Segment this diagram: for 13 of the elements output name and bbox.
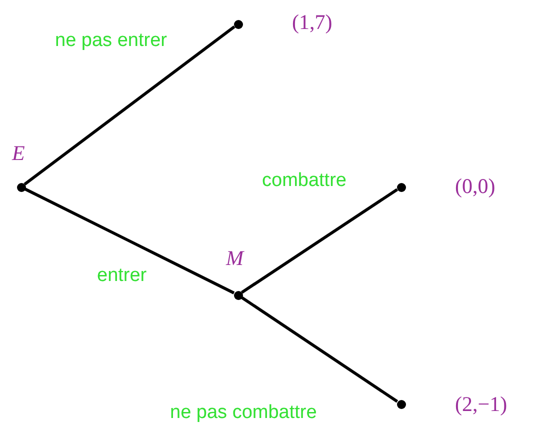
- player-label: E: [12, 140, 25, 166]
- tree-branch: [24, 26, 236, 186]
- player-label: M: [226, 245, 244, 271]
- tree-branch: [240, 296, 398, 403]
- edge-label: entrer: [97, 264, 147, 288]
- payoff-label: (2,−1): [455, 391, 508, 417]
- edge-label: ne pas entrer: [55, 29, 167, 53]
- tree-branch: [24, 188, 235, 294]
- payoff-label: (0,0): [455, 173, 496, 199]
- payoff-label: (1,7): [292, 9, 332, 35]
- tree-branch: [240, 188, 398, 294]
- edge-label: combattre: [262, 169, 346, 193]
- edge-label: ne pas combattre: [170, 401, 317, 425]
